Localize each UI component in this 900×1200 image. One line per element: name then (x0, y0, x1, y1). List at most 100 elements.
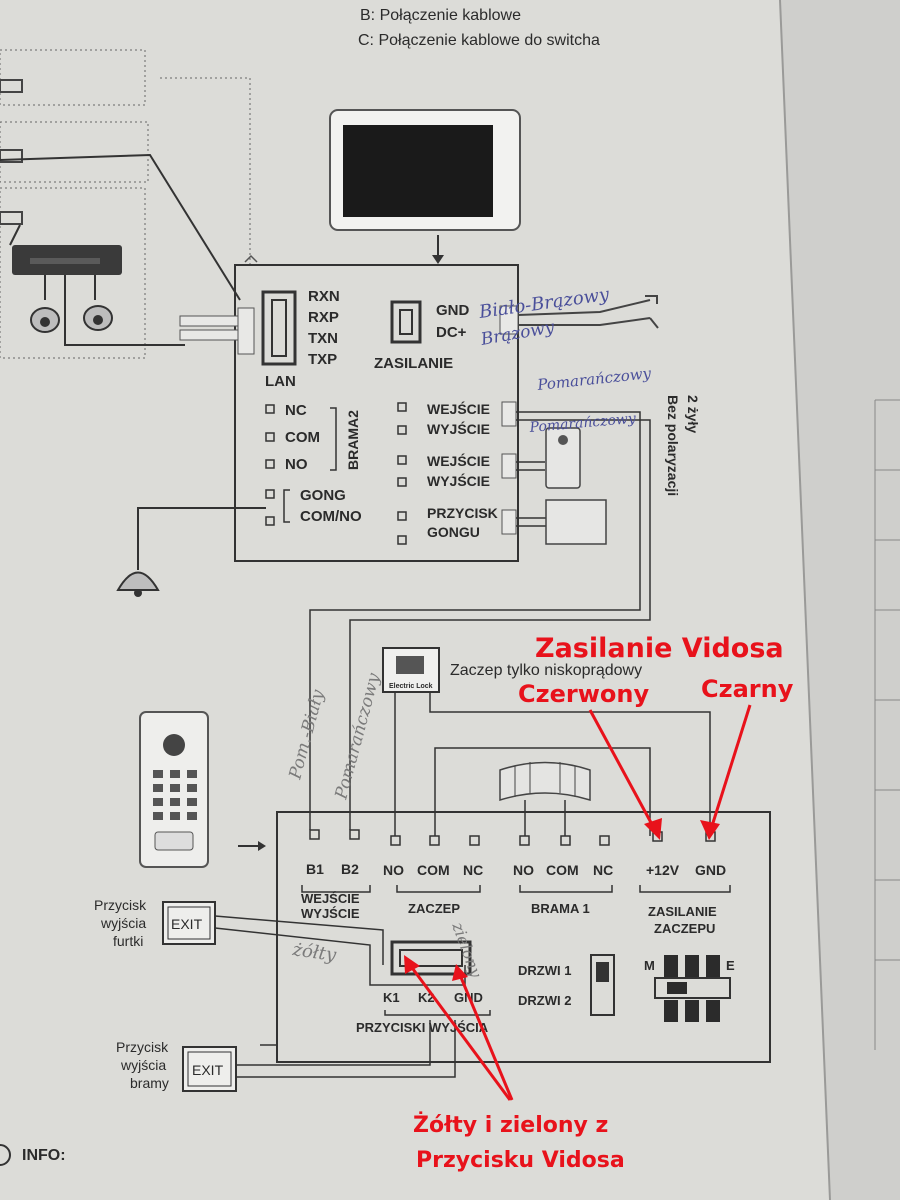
brama2-pin-nc: NC (285, 402, 307, 419)
terminal-no-2: NO (513, 862, 534, 878)
network-cable-1 (0, 153, 241, 301)
lan-pin-txn: TXN (308, 330, 338, 347)
header-line-c: C: Połączenie kablowe do switcha (358, 32, 600, 49)
camera-cable (64, 275, 185, 346)
annotation-black: Czarny (701, 675, 794, 703)
chime-button-icon (545, 499, 607, 545)
right-page-table (874, 399, 900, 1050)
power-socket (499, 305, 519, 335)
power-connector (390, 300, 422, 344)
io2-in-label: WEJŚCIE (427, 452, 490, 469)
gong-terminal-2 (265, 516, 275, 526)
annotation-power-title: Zasilanie Vidosa (535, 633, 784, 664)
bus-cable-b2 (349, 419, 651, 830)
exit-gate-caption-1: Przycisk (94, 897, 147, 913)
chime-button-label-2: GONGU (427, 524, 480, 540)
mode-dip-switch (654, 955, 731, 1022)
network-switch-ports (30, 258, 100, 264)
io-terminals (397, 402, 407, 545)
power-pin-dc: DC+ (436, 324, 467, 341)
group-lock-power-2: ZACZEPU (654, 921, 715, 936)
monitor-module-box (234, 264, 519, 562)
exit-brama-cable (236, 1020, 456, 1078)
lan-plug-1 (179, 315, 241, 327)
exit-pin-k1: K1 (383, 990, 400, 1005)
annotation-bottom-1: Żółty i zielony z (413, 1112, 608, 1138)
exit-gate-cable (214, 915, 466, 986)
outdoor-unit-mini-icon (545, 427, 581, 489)
group-gate1: BRAMA 1 (531, 901, 590, 916)
exit-gate-button (162, 901, 216, 945)
gong-terminal-1 (265, 489, 275, 499)
footer-info: INFO: (22, 1147, 66, 1164)
terminal-com-1: COM (417, 862, 450, 878)
lan-pin-rxp: RXP (308, 309, 339, 326)
annotation-bottom-2: Przycisku Vidosa (416, 1148, 625, 1173)
router-icons (0, 79, 23, 225)
power-cable (517, 299, 651, 326)
switch-e-label: E (726, 958, 735, 973)
exit-gate-caption-2: wyjścia (100, 915, 146, 931)
lock-cable-com (434, 747, 651, 836)
bus-cable-b1 (309, 411, 641, 830)
brama2-pin-no: NO (285, 456, 308, 473)
io2-out-label: WYJŚCIE (427, 472, 490, 489)
exit-brama-caption-2: wyjścia (120, 1057, 166, 1073)
bell-cable (137, 507, 266, 570)
lock-caption: Zaczep tylko niskoprądowy (450, 662, 642, 679)
group-io-in: WEJŚCIE (301, 891, 360, 906)
page-edge (779, 0, 831, 1200)
brama2-pin-com: COM (285, 429, 320, 446)
door-switch (590, 954, 615, 1016)
arrow-down-head (432, 255, 444, 264)
power-pin-gnd: GND (436, 302, 470, 319)
switch-m-label: M (644, 958, 655, 973)
bell-icon (116, 571, 160, 591)
exit-connector (390, 940, 472, 976)
info-icon (0, 1144, 11, 1166)
power-plug-icon (645, 295, 659, 329)
terminal-no-1: NO (383, 862, 404, 878)
exit-gate-caption-3: furtki (113, 933, 143, 949)
group-lock-power-1: ZASILANIE (648, 904, 717, 919)
chime-cable (516, 517, 546, 527)
network-cable-2 (9, 224, 21, 246)
lan-socket (237, 307, 255, 355)
exit-gate-button-label: EXIT (171, 916, 203, 932)
lan-plug-2 (179, 329, 241, 341)
annotation-red: Czerwony (518, 680, 649, 708)
io1-out-label: WYJŚCIE (427, 420, 490, 437)
terminal-nc-1: NC (463, 862, 483, 878)
door-1-label: DRZWI 1 (518, 963, 571, 978)
lan-pin-rxn: RXN (308, 288, 340, 305)
outdoor-module-box (276, 811, 771, 1063)
terminal-12v: +12V (646, 862, 680, 878)
wire-note-no-polarity: Bez polaryzacji (665, 395, 681, 496)
io2-cable (516, 461, 545, 471)
terminal-b2: B2 (341, 861, 359, 877)
exit-brama-button (182, 1046, 237, 1092)
exit-brama-button-label: EXIT (192, 1062, 224, 1078)
gong-pin-comno: COM/NO (300, 508, 362, 525)
gong-pin-gong: GONG (300, 487, 346, 504)
terminal-nc-2: NC (593, 862, 613, 878)
device-panels (0, 49, 251, 359)
terminal-gnd: GND (695, 862, 726, 878)
outdoor-terminals (309, 829, 716, 846)
monitor-screen (343, 125, 493, 217)
group-lock: ZACZEP (408, 901, 460, 916)
keypad-keys (153, 770, 197, 820)
electric-lock-label: Electric Lock (389, 683, 433, 690)
lan-connector (261, 290, 297, 366)
lan-pin-txp: TXP (308, 351, 337, 368)
lock-cable-gnd (429, 692, 711, 836)
io1-in-label: WEJŚCIE (427, 400, 490, 417)
next-page (780, 0, 900, 1200)
wire-note-2-wires: 2 żyły (685, 395, 701, 433)
exit-brama-caption-1: Przycisk (116, 1039, 169, 1055)
annotation-arrows (404, 704, 752, 1101)
terminal-b1: B1 (306, 861, 324, 877)
camera-icons (30, 275, 113, 333)
